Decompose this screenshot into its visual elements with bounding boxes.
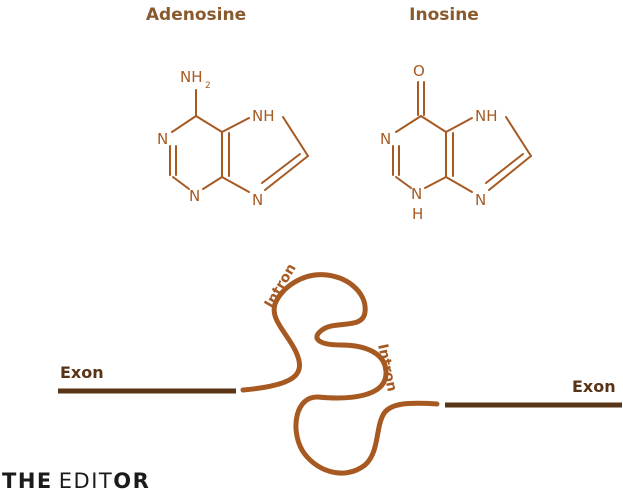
intron-label-1: Intron [262,261,300,311]
inosine-title: Inosine [409,5,479,25]
brand-part-2: EDIT [59,469,113,490]
adenosine-nh-label: NH [180,68,203,86]
adenosine-atom-n1: N [157,130,168,148]
adenosine-atom-nh9: NH [252,107,275,125]
adenosine-subscript: 2 [205,81,211,91]
inosine-atom-nh9: NH [475,107,498,125]
inosine-oxygen-label: O [413,62,425,80]
adenosine-atom-n7: N [252,191,263,209]
inosine-atom-n3: N [411,185,422,203]
brand-logo: THE EDITOR [2,469,150,490]
inosine-atom-n7: N [475,191,486,209]
inosine-molecule: Inosine O N N H N NH [380,5,532,223]
brand-part-1: THE [2,469,53,490]
adenosine-bonds [169,89,309,193]
exon-left-label: Exon [60,363,104,382]
adenosine-molecule: Adenosine NH 2 N N N NH [146,5,309,209]
intron-label-2: Intron [374,343,400,394]
brand-part-3: OR [113,469,150,490]
adenosine-atom-n3: N [189,187,200,205]
inosine-bonds [392,81,532,193]
adenosine-title: Adenosine [146,5,246,25]
rna-strand: Exon Exon Intron Intron [58,261,622,476]
inosine-atom-h3: H [412,205,423,223]
intron-line [240,272,440,476]
inosine-atom-n1: N [380,130,391,148]
exon-right-label: Exon [572,377,616,396]
adenosine-amino-group: NH 2 [180,68,211,91]
